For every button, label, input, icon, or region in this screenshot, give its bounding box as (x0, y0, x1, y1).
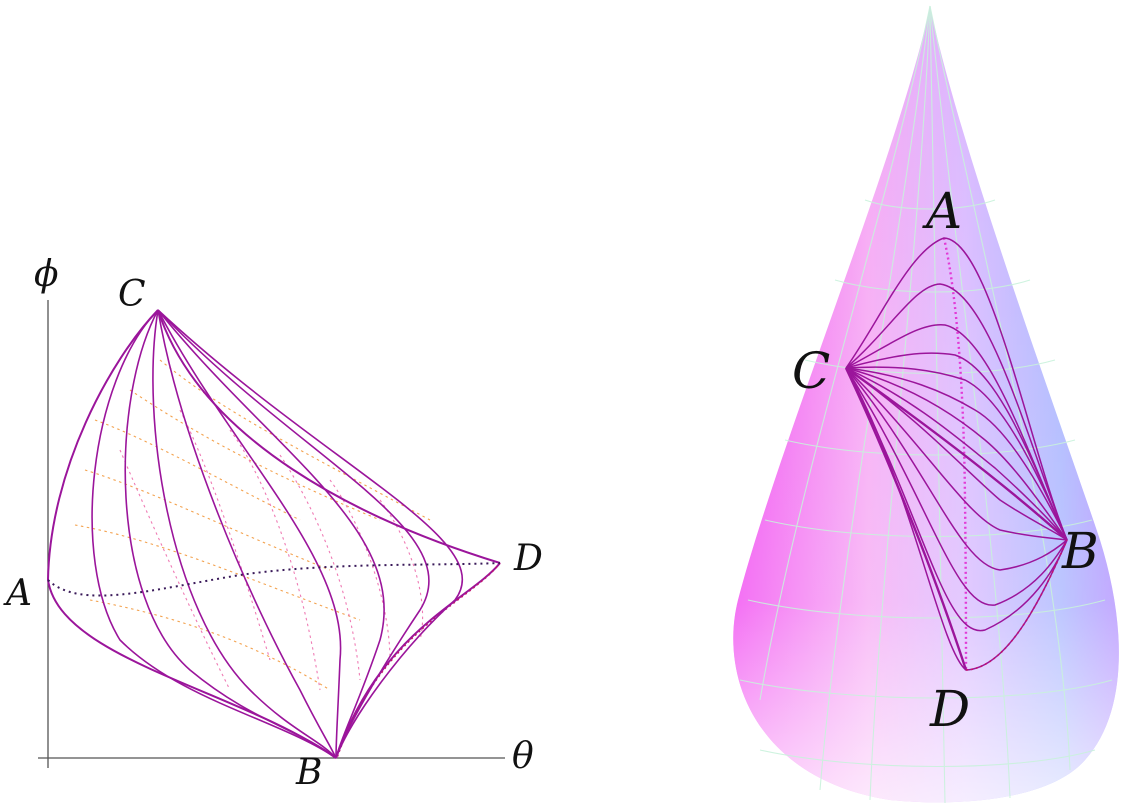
point-label-A: A (3, 573, 32, 614)
point-label-C: C (118, 274, 146, 315)
point-label-D: D (513, 538, 543, 579)
y-axis-label: ϕ (34, 254, 59, 295)
curve-family (91, 309, 463, 759)
path-AD (47, 562, 501, 597)
left-panel: ϕ θ (3, 254, 543, 793)
path-AD-3d (942, 237, 968, 671)
edge-DB (335, 562, 501, 759)
cone-point-label-B: B (1061, 522, 1099, 580)
cone-point-label-C: C (792, 342, 830, 400)
x-axis-label: θ (512, 736, 534, 777)
cone-point-label-A: A (922, 182, 962, 240)
edge-CD (157, 309, 501, 564)
edge-AB (47, 579, 337, 759)
point-label-B: B (295, 752, 322, 793)
cone-grid (739, 5, 1113, 804)
dotted-grid (74, 359, 431, 691)
curve-family-3d (845, 237, 1068, 671)
edge-AC (47, 309, 159, 581)
cone-point-label-D: D (929, 680, 970, 738)
right-panel: A C B D (733, 5, 1119, 804)
region-boundary (47, 309, 501, 759)
